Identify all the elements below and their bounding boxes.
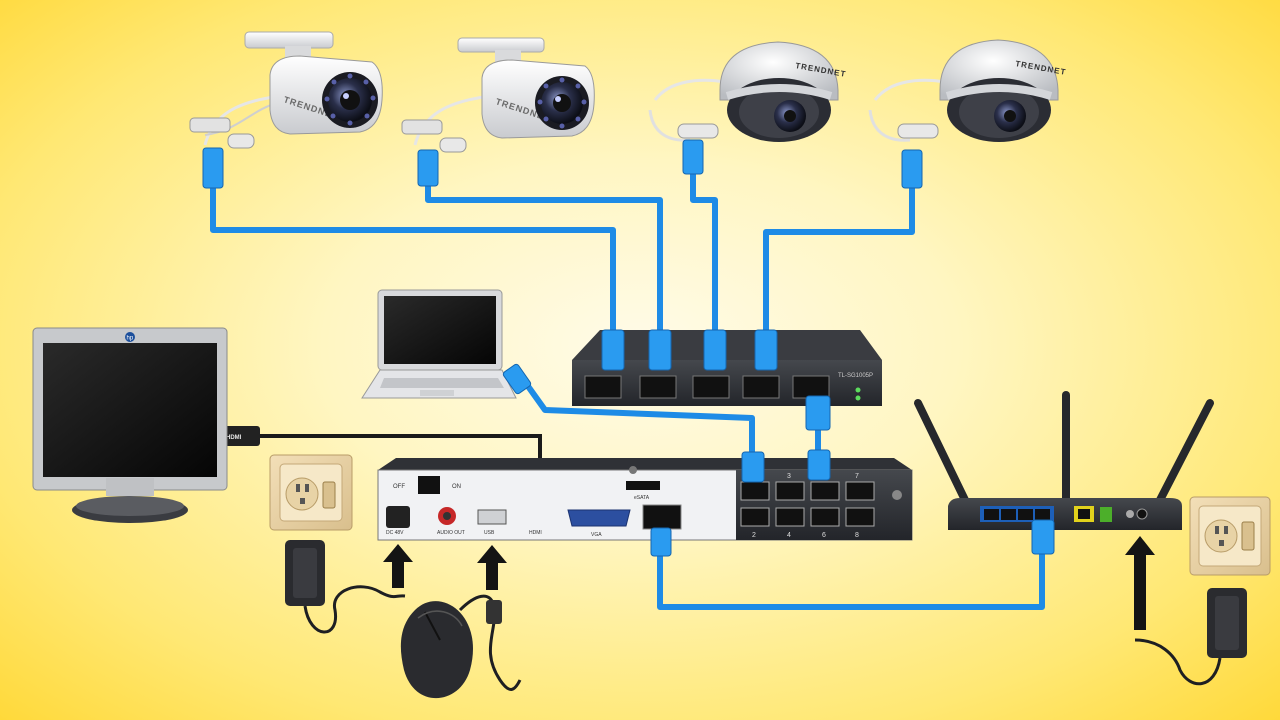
svg-text:OFF: OFF xyxy=(393,484,405,490)
svg-text:4: 4 xyxy=(787,532,791,539)
cable-camera4-to-switch xyxy=(763,185,915,332)
power-adapter-left xyxy=(285,540,406,634)
dome-camera-1: TRENDNET xyxy=(648,41,847,142)
svg-text:TL-SG1005P: TL-SG1005P xyxy=(838,373,873,379)
wall-socket-right xyxy=(1189,496,1271,576)
svg-text:AUDIO OUT: AUDIO OUT xyxy=(437,530,465,536)
svg-text:eSATA: eSATA xyxy=(634,495,650,501)
bullet-camera-2: TRENDNET xyxy=(401,37,595,153)
svg-text:HDMI: HDMI xyxy=(529,530,542,536)
mouse xyxy=(400,594,522,699)
arrow-up-icon-usb xyxy=(477,545,507,590)
svg-text:VGA: VGA xyxy=(591,532,602,538)
dome-camera-2: TRENDNET xyxy=(868,39,1067,142)
wall-socket-left xyxy=(269,454,353,531)
svg-text:8: 8 xyxy=(855,532,859,539)
svg-text:7: 7 xyxy=(855,473,859,480)
router xyxy=(914,391,1214,555)
svg-text:3: 3 xyxy=(787,473,791,480)
svg-text:hp: hp xyxy=(127,336,134,342)
cable-camera2-to-switch xyxy=(425,180,663,332)
laptop xyxy=(361,289,532,399)
svg-text:2: 2 xyxy=(752,532,756,539)
bullet-camera-1: TRENDNET xyxy=(189,31,383,149)
nvr: OFF ON DC 48V AUDIO OUT USB HDMI VGA eSA… xyxy=(377,458,913,541)
svg-text:HDMI: HDMI xyxy=(226,435,242,441)
switch-ports xyxy=(584,375,830,399)
arrow-up-icon-dc xyxy=(383,544,413,588)
cable-camera3-to-switch xyxy=(690,170,718,332)
svg-text:ON: ON xyxy=(452,484,461,490)
nvr-connectors xyxy=(650,449,831,557)
svg-text:USB: USB xyxy=(484,530,495,536)
cable-nvr-to-router xyxy=(657,545,1045,610)
arrow-up-icon-router xyxy=(1125,536,1155,630)
switch-connectors xyxy=(601,329,831,431)
svg-text:DC 48V: DC 48V xyxy=(386,530,404,536)
camera-connectors xyxy=(202,139,923,189)
cable-camera1-to-switch xyxy=(210,185,616,332)
power-adapter-right xyxy=(1134,588,1247,686)
svg-text:6: 6 xyxy=(822,532,826,539)
cable-laptop-to-nvr xyxy=(522,380,755,455)
arrow-up-icons xyxy=(383,536,1155,630)
monitor: hp xyxy=(32,327,228,523)
